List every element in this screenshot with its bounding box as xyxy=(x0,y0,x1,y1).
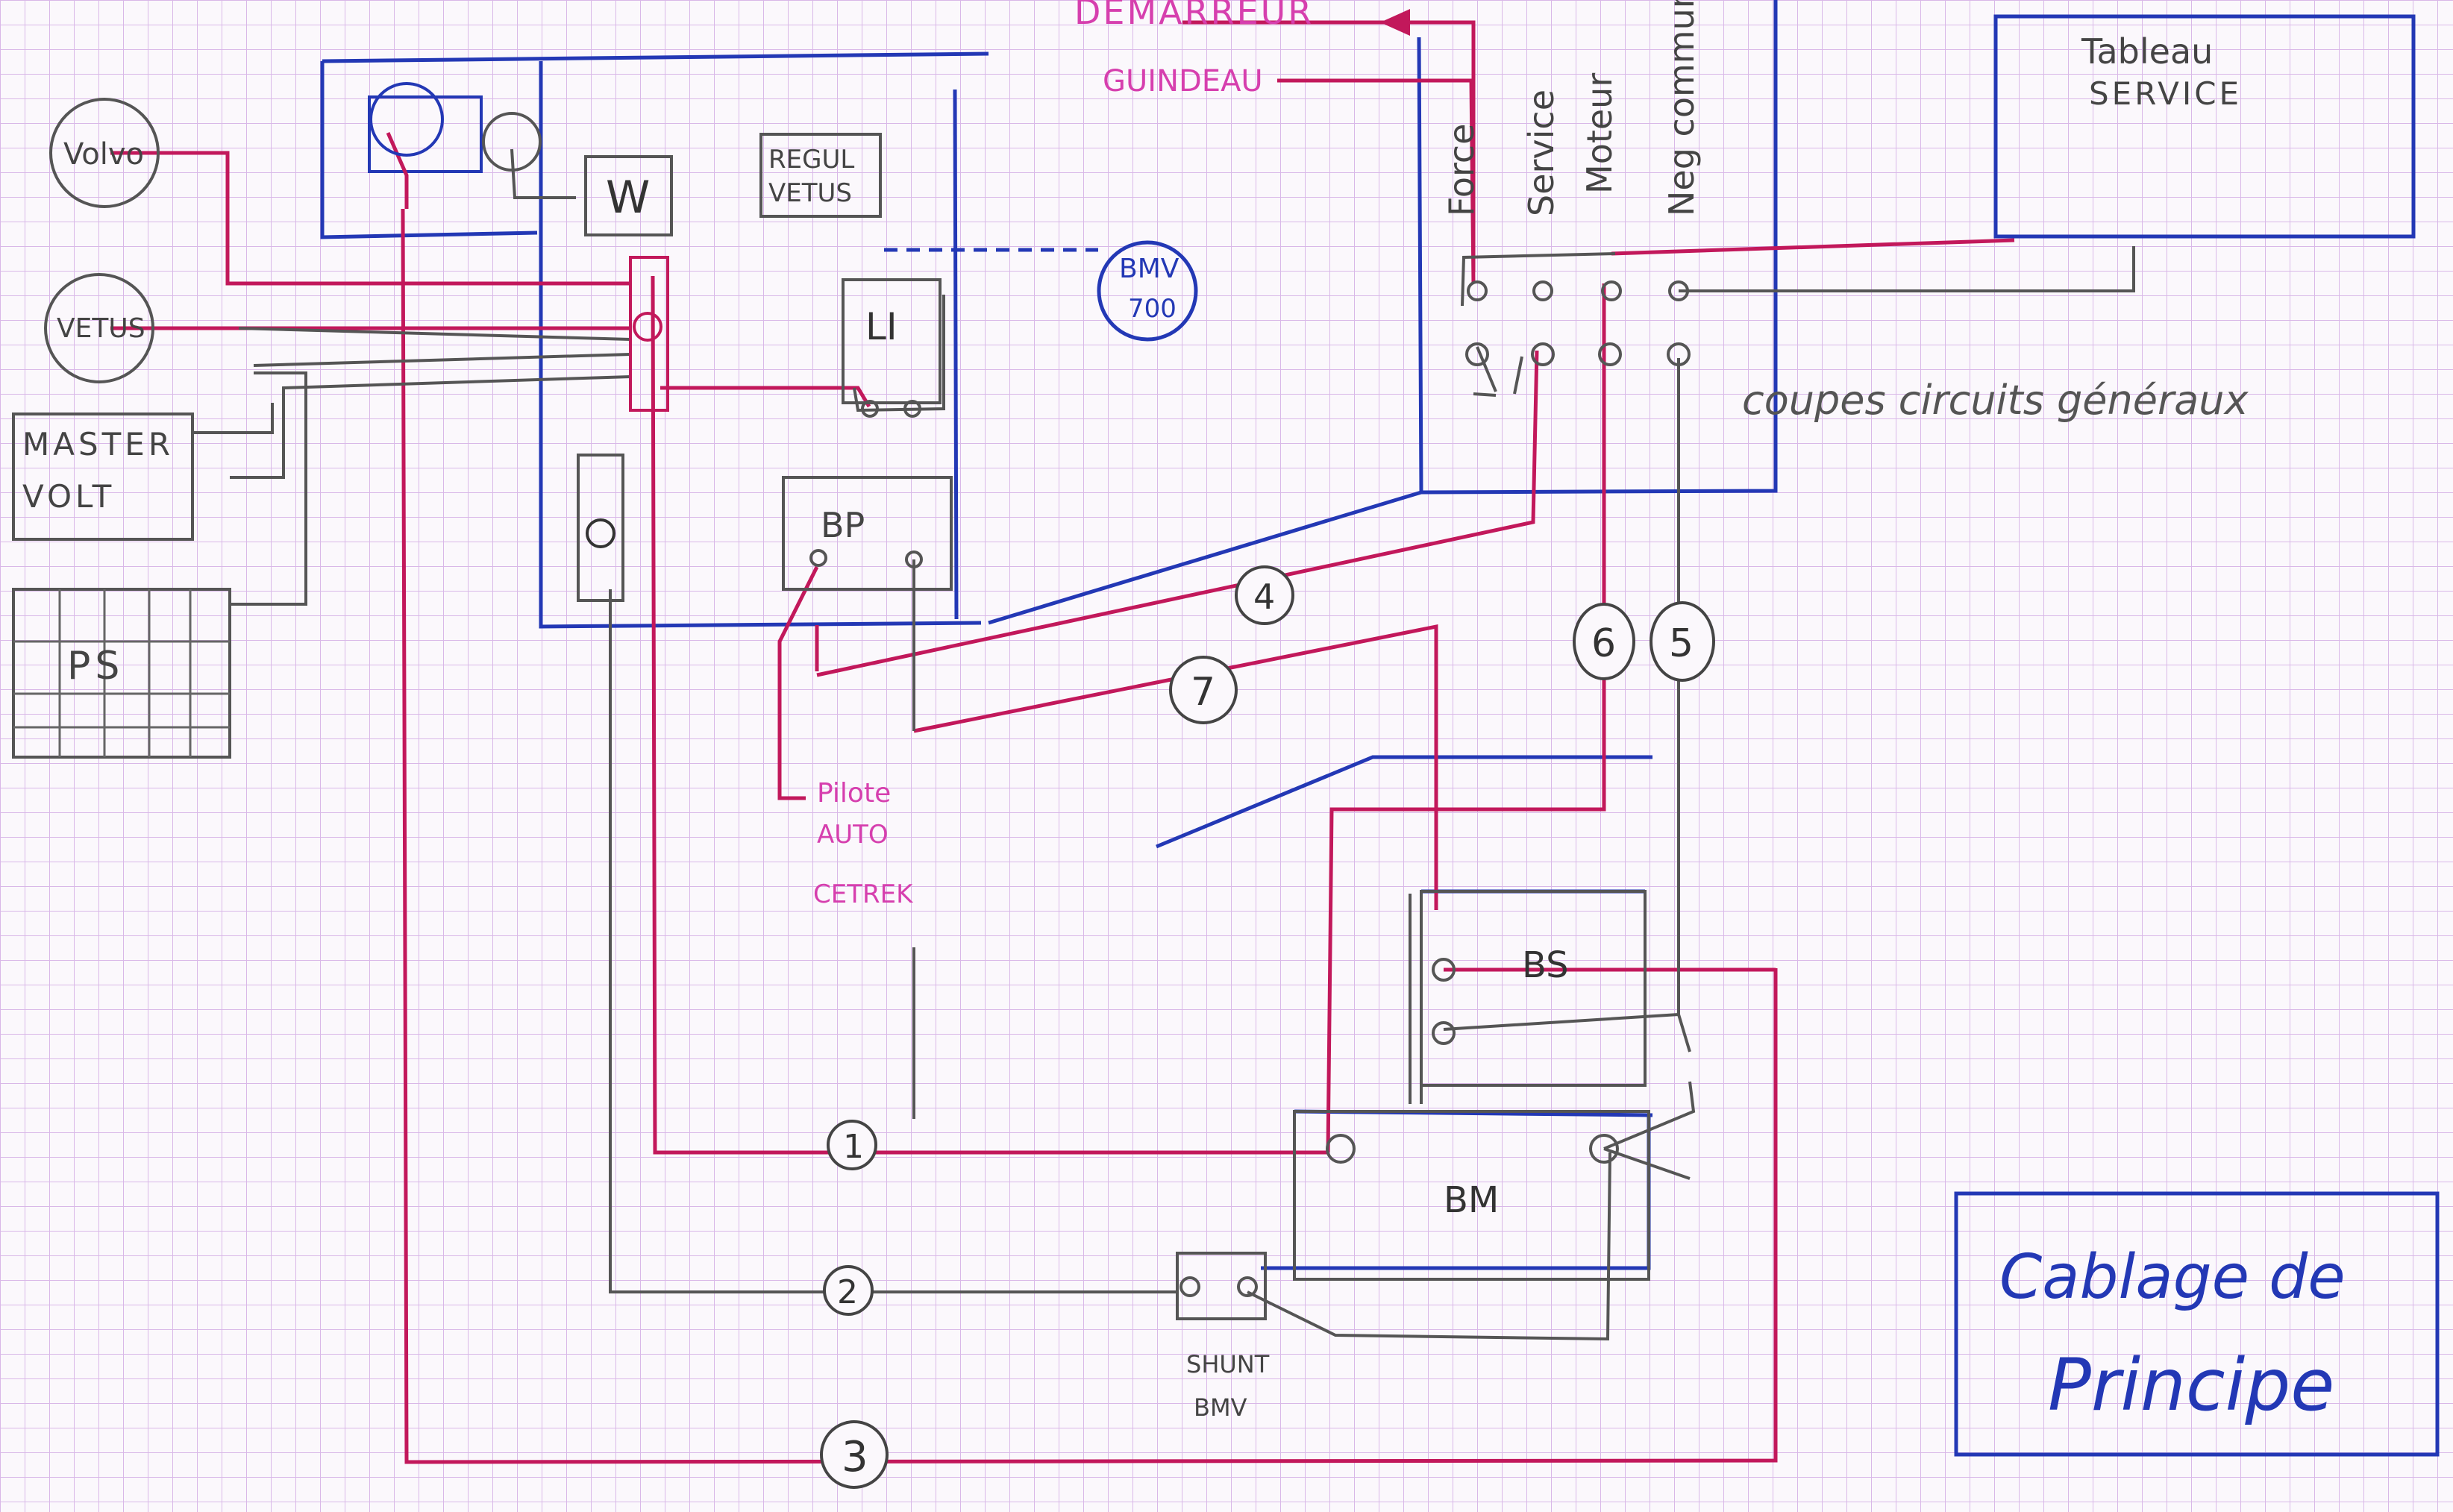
fuse-icon xyxy=(633,312,662,342)
bm-box xyxy=(1293,1110,1650,1281)
bmv-label: BMV xyxy=(1119,254,1179,284)
ps-box xyxy=(12,588,231,759)
li-label: LI xyxy=(865,305,897,348)
volvo-gauge xyxy=(49,98,160,208)
auto-label: AUTO xyxy=(817,820,889,850)
shunt-bmv-label: BMV xyxy=(1194,1393,1247,1422)
blue-frames xyxy=(320,0,2440,1457)
demarreur-label: DEMARREUR xyxy=(1074,0,1314,32)
bs-box xyxy=(1420,890,1647,1087)
regul-label: REGUL xyxy=(768,145,854,175)
master-volt-box xyxy=(12,412,194,541)
wire-2-label: 2 xyxy=(837,1273,858,1311)
service-col-label: Service xyxy=(1521,90,1561,216)
pilote-label: Pilote xyxy=(817,778,891,809)
bp-box xyxy=(782,476,953,591)
bs-label: BS xyxy=(1522,944,1569,986)
wire-3-label: 3 xyxy=(842,1433,868,1481)
guindeau-label: GUINDEAU xyxy=(1103,64,1263,98)
component-boxes xyxy=(12,133,1650,1320)
wire-7-label: 7 xyxy=(1191,670,1215,715)
ps-label: PS xyxy=(67,644,124,688)
top-gauge xyxy=(482,112,542,172)
wire-5-label: 5 xyxy=(1669,621,1694,666)
vetus-gauge xyxy=(44,273,154,383)
regul-vetus-label: VETUS xyxy=(768,178,852,208)
vetus-gauge-label: VETUS xyxy=(57,313,145,344)
bp-label: BP xyxy=(821,505,865,545)
regul-vetus-box xyxy=(759,133,882,218)
labels: DEMARREUR GUINDEAU Tableau SERVICE Volvo… xyxy=(22,0,2346,1481)
shunt-box xyxy=(1176,1252,1267,1320)
tableau-label: Tableau xyxy=(2081,31,2213,72)
neg-commun-label: Neg commun xyxy=(1661,0,1702,216)
moteur-label: Moteur xyxy=(1579,73,1620,194)
demarreur-arrow-icon xyxy=(1380,9,1410,36)
wire-6-label: 6 xyxy=(1591,621,1616,666)
li-box xyxy=(842,278,942,404)
w-box xyxy=(584,155,673,236)
bmv-700-label: 700 xyxy=(1128,294,1177,324)
ps-grid-lines xyxy=(13,589,230,757)
coupes-circuits-label: coupes circuits généraux xyxy=(1742,377,2249,424)
title-line1: Cablage de xyxy=(1999,1242,2346,1313)
service-label: SERVICE xyxy=(2089,75,2242,112)
master-label: MASTER xyxy=(22,426,174,462)
force-label: Force xyxy=(1441,124,1482,216)
volt-label: VOLT xyxy=(22,478,115,515)
w-label: W xyxy=(606,172,650,224)
cetrek-label: CETREK xyxy=(813,879,914,909)
fuse-block xyxy=(629,256,669,412)
gauges-and-terminals xyxy=(44,82,1691,1297)
top-gauge-blue xyxy=(369,82,444,157)
volvo-label: Volvo xyxy=(63,137,144,172)
bm-label: BM xyxy=(1444,1179,1499,1221)
c-block-icon xyxy=(586,518,615,548)
wire-1-label: 1 xyxy=(843,1128,864,1166)
title-line2: Principe xyxy=(2048,1343,2334,1427)
wire-number-circles xyxy=(820,565,1715,1489)
c-block xyxy=(577,454,624,602)
red-wires xyxy=(110,20,2015,1464)
shunt-label: SHUNT xyxy=(1186,1350,1270,1378)
wire-4-label: 4 xyxy=(1253,577,1275,617)
